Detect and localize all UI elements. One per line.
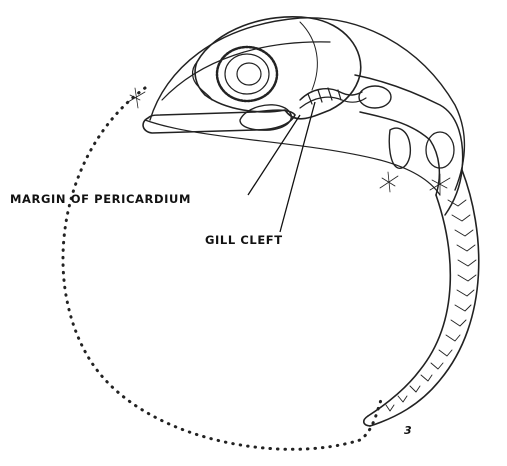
pericardium-label: MARGIN OF PERICARDIUM [10, 192, 191, 206]
pericardium-leader [248, 115, 300, 195]
limb-bud [389, 128, 410, 168]
gill-cleft-label: GILL CLEFT [205, 233, 283, 247]
pigment-cell-right [430, 174, 450, 194]
outer-membrane [150, 18, 464, 190]
gill-cleft-leader [280, 102, 315, 232]
tail-myotomes [386, 200, 476, 411]
otic-vesicle [359, 86, 391, 108]
heart [240, 105, 291, 130]
tail-tip [364, 416, 370, 426]
trunk-ventral [360, 112, 439, 195]
yolk-extension [426, 132, 454, 168]
tail-outer [370, 170, 479, 426]
trunk-dorsal [355, 75, 463, 215]
pigment-cell-lower [380, 172, 398, 192]
pigment-cell-left [128, 88, 145, 108]
figure-number: 3 [404, 424, 412, 437]
eye-lens [237, 63, 261, 85]
yolk-sac-outline [63, 88, 382, 449]
brain-fold [300, 22, 317, 90]
embryo-head [195, 17, 361, 119]
